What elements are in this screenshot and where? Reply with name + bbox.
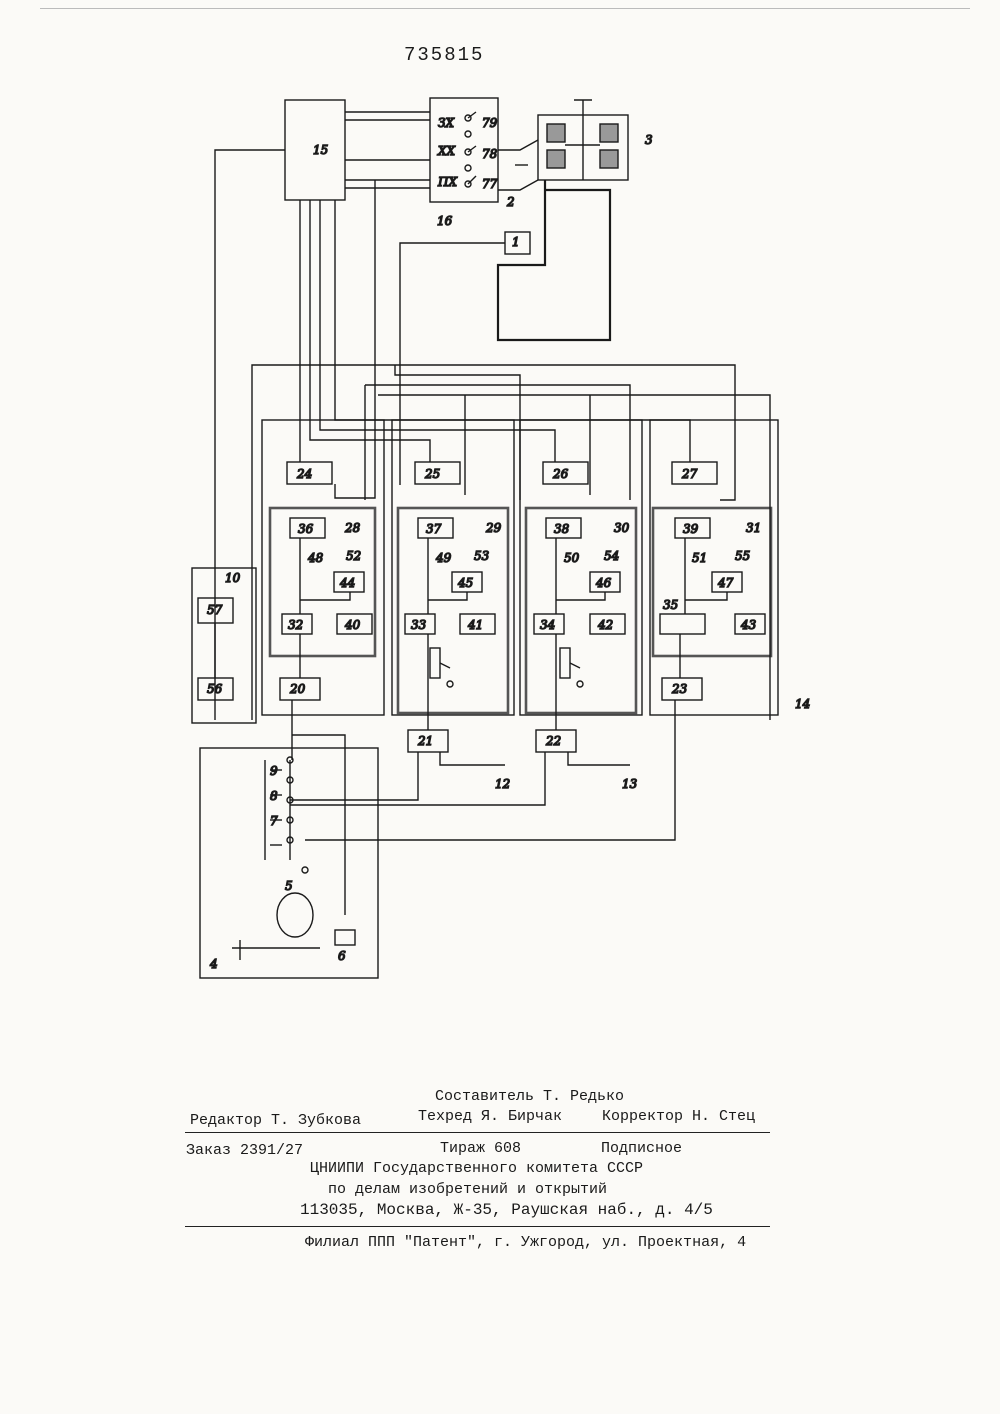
svg-text:36: 36 xyxy=(298,522,314,536)
dept-line: по делам изобретений и открытий xyxy=(328,1181,607,1198)
block-35 xyxy=(660,614,705,634)
svg-text:4: 4 xyxy=(209,957,218,971)
order-line: Заказ 2391/27 xyxy=(186,1142,303,1159)
svg-text:57: 57 xyxy=(207,603,223,617)
svg-text:44: 44 xyxy=(339,576,355,590)
svg-text:13: 13 xyxy=(622,777,638,791)
svg-text:1: 1 xyxy=(512,235,520,249)
svg-text:ХХ: ХХ xyxy=(437,144,456,158)
resistor-6 xyxy=(335,930,355,945)
svg-text:50: 50 xyxy=(564,551,580,565)
svg-text:5: 5 xyxy=(285,879,293,893)
region-12 xyxy=(392,420,514,715)
svg-text:35: 35 xyxy=(663,598,678,612)
svg-text:51: 51 xyxy=(692,551,707,565)
svg-text:37: 37 xyxy=(426,522,442,536)
svg-text:26: 26 xyxy=(552,467,569,481)
svg-text:34: 34 xyxy=(540,618,555,632)
svg-text:15: 15 xyxy=(313,143,328,157)
svg-text:33: 33 xyxy=(411,618,427,632)
svg-text:52: 52 xyxy=(346,549,361,563)
svg-text:9: 9 xyxy=(270,764,278,778)
svg-text:30: 30 xyxy=(614,521,630,535)
svg-text:ПХ: ПХ xyxy=(437,175,457,189)
svg-text:79: 79 xyxy=(482,116,498,130)
branch-line: Филиал ППП "Патент", г. Ужгород, ул. Про… xyxy=(305,1234,746,1251)
svg-text:31: 31 xyxy=(746,521,761,535)
techred-line: Техред Я. Бирчак xyxy=(418,1108,562,1125)
tank xyxy=(498,180,610,340)
svg-text:12: 12 xyxy=(495,777,510,791)
svg-text:42: 42 xyxy=(597,618,613,632)
region-13 xyxy=(520,420,642,715)
svg-text:53: 53 xyxy=(474,549,490,563)
svg-text:38: 38 xyxy=(554,522,570,536)
svg-text:ЗХ: ЗХ xyxy=(438,116,454,130)
org-line: ЦНИИПИ Государственного комитета СССР xyxy=(310,1160,643,1177)
address-line: 113035, Москва, Ж-35, Раушская наб., д. … xyxy=(300,1201,713,1219)
svg-text:3: 3 xyxy=(645,133,653,147)
subscription-line: Подписное xyxy=(601,1140,682,1157)
switch-16-contacts xyxy=(465,112,476,187)
svg-text:8: 8 xyxy=(270,789,278,803)
svg-text:56: 56 xyxy=(207,682,223,696)
svg-text:46: 46 xyxy=(595,576,612,590)
corrector-line: Корректор Н. Стец xyxy=(602,1108,755,1125)
imprint-rule-1 xyxy=(185,1132,770,1133)
svg-text:7: 7 xyxy=(270,814,278,828)
svg-text:21: 21 xyxy=(417,734,433,748)
svg-text:39: 39 xyxy=(683,522,699,536)
svg-text:22: 22 xyxy=(545,734,561,748)
svg-text:23: 23 xyxy=(671,682,688,696)
svg-text:2: 2 xyxy=(506,195,515,209)
svg-text:77: 77 xyxy=(482,177,498,191)
svg-text:6: 6 xyxy=(338,949,346,963)
svg-text:40: 40 xyxy=(344,618,361,632)
svg-text:54: 54 xyxy=(604,549,619,563)
svg-text:20: 20 xyxy=(289,682,306,696)
svg-text:32: 32 xyxy=(288,618,303,632)
svg-text:47: 47 xyxy=(717,576,734,590)
svg-text:16: 16 xyxy=(437,214,453,228)
region-11 xyxy=(262,420,384,715)
svg-text:49: 49 xyxy=(435,551,452,565)
svg-text:24: 24 xyxy=(296,467,312,481)
svg-text:29: 29 xyxy=(485,521,502,535)
svg-text:27: 27 xyxy=(681,467,698,481)
svg-text:43: 43 xyxy=(740,618,757,632)
svg-text:55: 55 xyxy=(735,549,750,563)
svg-text:25: 25 xyxy=(424,467,440,481)
svg-text:45: 45 xyxy=(457,576,473,590)
circuit-diagram: 15 16 ЗХ ХХ ПХ 79 78 77 3 2 1 10 57 56 2… xyxy=(0,0,1000,1000)
svg-text:14: 14 xyxy=(795,697,810,711)
svg-text:10: 10 xyxy=(225,571,241,585)
circulation-line: Тираж 608 xyxy=(440,1140,521,1157)
compiler-line: Составитель Т. Редько xyxy=(435,1088,624,1105)
svg-text:28: 28 xyxy=(344,521,361,535)
cam-5 xyxy=(277,893,313,937)
region-14 xyxy=(650,420,778,715)
editor-line: Редактор Т. Зубкова xyxy=(190,1112,361,1129)
svg-text:48: 48 xyxy=(307,551,324,565)
subblock-30 xyxy=(526,508,636,713)
svg-text:78: 78 xyxy=(482,147,498,161)
imprint-rule-2 xyxy=(185,1226,770,1227)
svg-text:41: 41 xyxy=(467,618,483,632)
